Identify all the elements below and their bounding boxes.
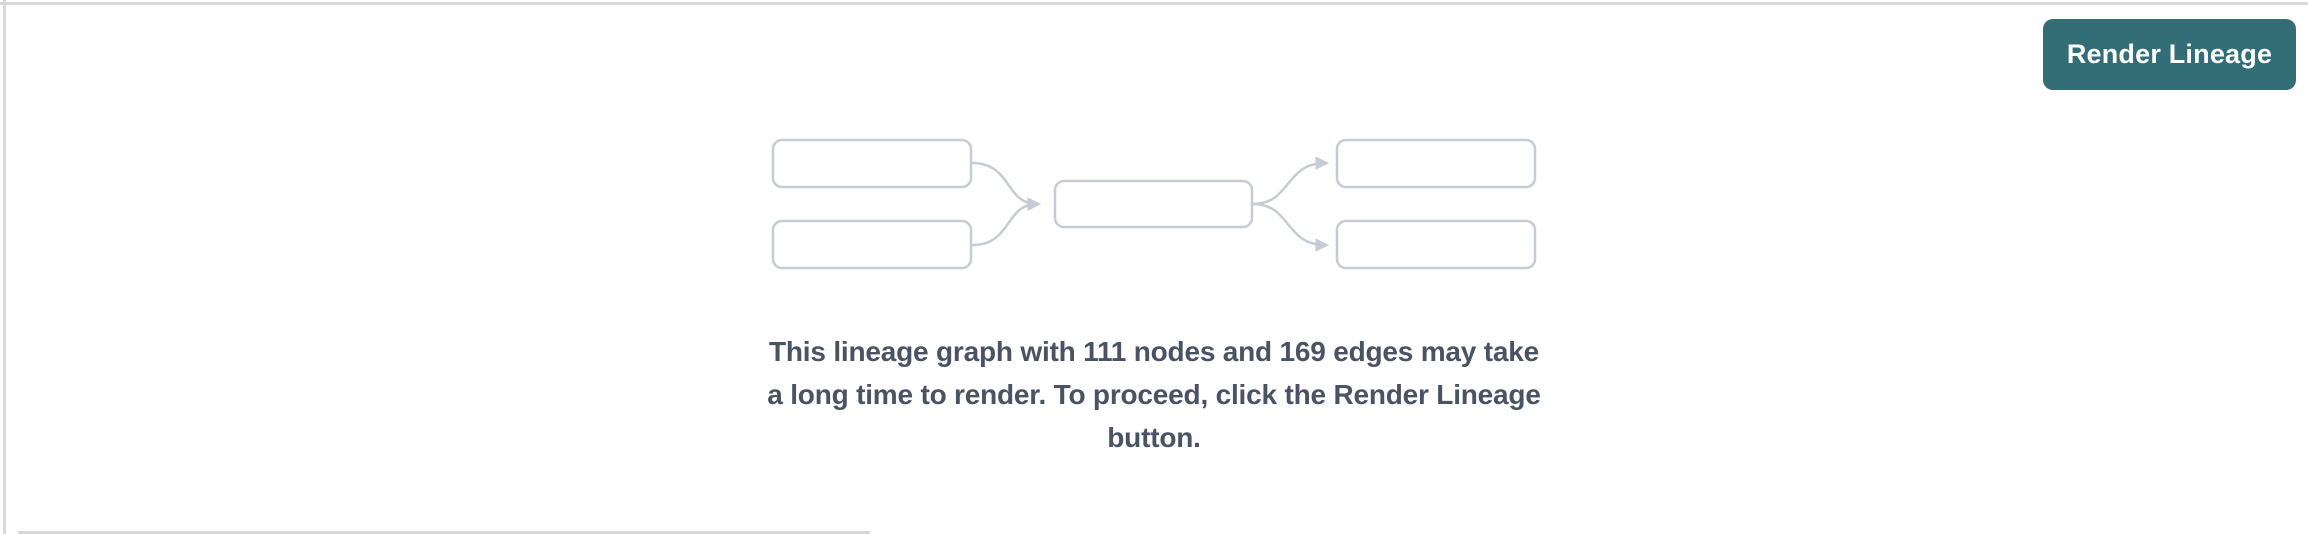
render-lineage-button[interactable]: Render Lineage	[2043, 19, 2296, 90]
message-line: a long time to render. To proceed, click…	[767, 379, 1541, 410]
left-divider	[3, 0, 6, 534]
diagram-nodes	[771, 138, 1537, 270]
render-warning-message: This lineage graph with 111 nodes and 16…	[704, 330, 1604, 459]
diagram-node	[1335, 138, 1537, 189]
message-line: This lineage graph with 111 nodes and 16…	[769, 336, 1539, 367]
lineage-graph-illustration	[769, 136, 1539, 272]
diagram-edge	[1252, 202, 1330, 252]
message-line: button.	[1107, 422, 1201, 453]
diagram-node	[1335, 219, 1537, 270]
diagram-edge	[1252, 156, 1330, 206]
diagram-edge	[971, 202, 1038, 247]
diagram-node	[1053, 179, 1254, 229]
diagram-edges	[971, 156, 1330, 252]
lineage-placeholder-svg	[771, 138, 1537, 270]
diagram-node	[771, 138, 973, 189]
diagram-node	[771, 219, 973, 270]
bottom-divider-partial	[18, 531, 870, 534]
top-divider	[0, 2, 2308, 5]
diagram-edge	[971, 161, 1042, 211]
